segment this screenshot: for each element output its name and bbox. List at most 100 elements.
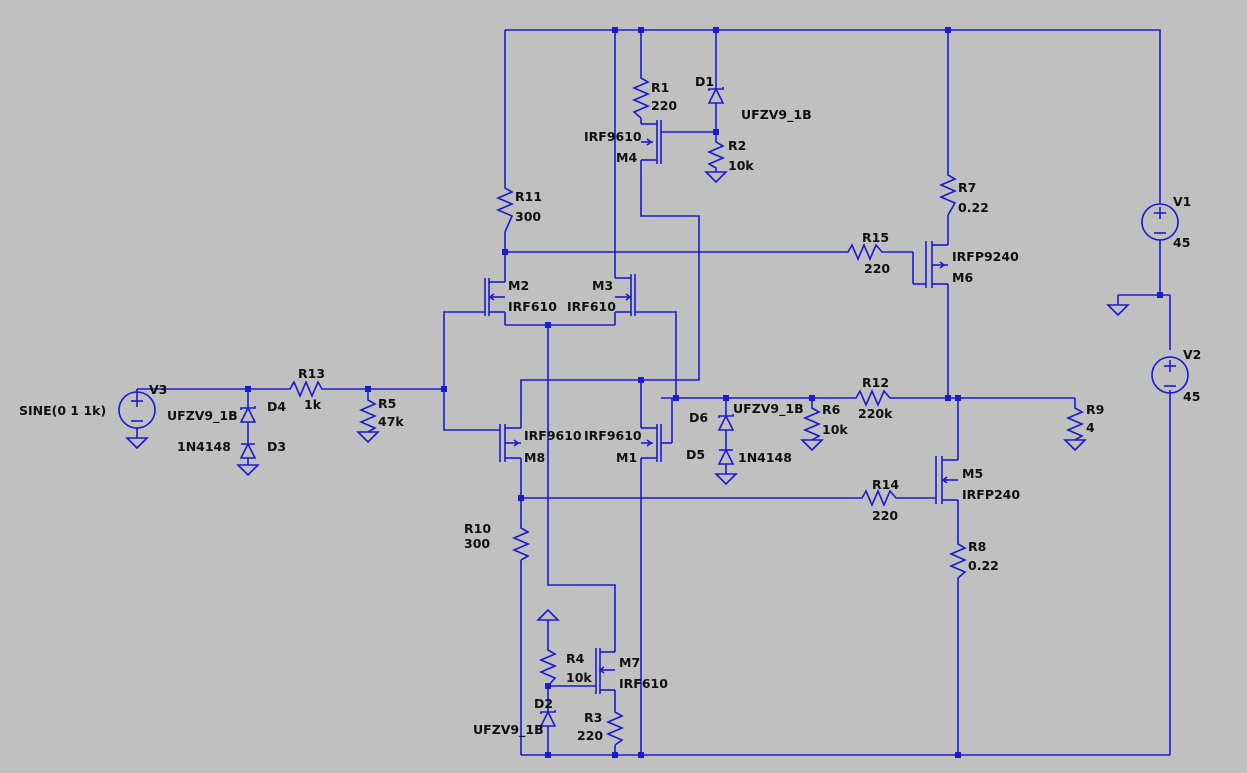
resistor-r4: R4 10k	[538, 645, 592, 687]
svg-text:10k: 10k	[566, 670, 592, 685]
svg-text:300: 300	[515, 209, 541, 224]
svg-text:IRF9610: IRF9610	[584, 129, 642, 144]
svg-text:R6: R6	[822, 402, 841, 417]
svg-text:D2: D2	[534, 696, 553, 711]
resistor-r1: R1 220	[631, 70, 677, 119]
svg-text:IRF610: IRF610	[567, 299, 616, 314]
svg-text:R7: R7	[958, 180, 976, 195]
svg-text:R15: R15	[862, 230, 889, 245]
svg-text:R2: R2	[728, 138, 746, 153]
svg-text:M2: M2	[508, 278, 529, 293]
svg-text:M3: M3	[592, 278, 613, 293]
resistor-r10: R10 300	[464, 520, 531, 561]
resistor-r3: R3 220	[577, 705, 625, 746]
svg-text:R12: R12	[862, 375, 889, 390]
diode-d4: D4 UFZV9_1B	[167, 399, 286, 433]
ground-r6	[800, 439, 824, 452]
svg-text:M5: M5	[962, 466, 983, 481]
svg-text:M8: M8	[524, 450, 545, 465]
mosfet-m1: IRF9610 M1	[584, 398, 673, 468]
svg-text:M1: M1	[616, 450, 637, 465]
voltage-source-v3: V3 SINE(0 1 1k)	[19, 382, 167, 438]
diode-d2: D2 UFZV9_1B	[473, 696, 557, 738]
svg-text:IRFP9240: IRFP9240	[952, 249, 1019, 264]
resistor-r2: R2 10k	[706, 138, 754, 173]
ground-r9	[1063, 439, 1087, 452]
resistor-r9: R9 4	[1065, 398, 1104, 441]
svg-text:V3: V3	[149, 382, 167, 397]
svg-text:220: 220	[872, 508, 898, 523]
svg-text:D5: D5	[686, 447, 705, 462]
svg-text:D1: D1	[695, 74, 714, 89]
ground-symbols	[125, 171, 1130, 621]
voltage-source-v1: V1 45	[1141, 194, 1191, 250]
svg-text:220: 220	[577, 728, 603, 743]
svg-text:1N4148: 1N4148	[177, 439, 231, 454]
svg-text:D4: D4	[267, 399, 286, 414]
svg-text:M4: M4	[616, 150, 637, 165]
resistor-r7: R7 0.22	[938, 165, 989, 216]
mosfet-m8: IRF9610 M8	[499, 420, 582, 468]
svg-text:IRF9610: IRF9610	[584, 428, 642, 443]
mosfet-m3: M3 IRF610	[567, 274, 636, 318]
svg-text:1N4148: 1N4148	[738, 450, 792, 465]
svg-text:R1: R1	[651, 80, 669, 95]
mosfet-m7: M7 IRF610	[595, 640, 668, 694]
ground-d5	[714, 473, 738, 486]
svg-text:R13: R13	[298, 366, 325, 381]
svg-text:IRF610: IRF610	[619, 676, 668, 691]
svg-text:V2: V2	[1183, 347, 1201, 362]
svg-text:0.22: 0.22	[968, 558, 999, 573]
svg-text:UFZV9_1B: UFZV9_1B	[741, 107, 812, 123]
junction-dots	[245, 27, 1163, 758]
mosfet-m5: M5 IRFP240	[935, 456, 1020, 505]
svg-text:UFZV9_1B: UFZV9_1B	[167, 408, 238, 424]
resistor-r11: R11 300	[495, 182, 542, 233]
diode-d1: D1 UFZV9_1B	[695, 74, 812, 123]
svg-text:UFZV9_1B: UFZV9_1B	[473, 722, 544, 738]
resistor-r8: R8 0.22	[948, 536, 999, 579]
svg-text:45: 45	[1183, 389, 1200, 404]
svg-text:R11: R11	[515, 189, 542, 204]
diode-d5: D5 1N4148	[686, 447, 792, 474]
svg-text:10k: 10k	[822, 422, 848, 437]
svg-text:R8: R8	[968, 539, 986, 554]
svg-text:1k: 1k	[304, 397, 322, 412]
svg-text:47k: 47k	[378, 414, 404, 429]
svg-text:45: 45	[1173, 235, 1190, 250]
svg-text:4: 4	[1086, 420, 1095, 435]
mosfet-m6: IRFP9240 M6	[913, 241, 1019, 290]
ground-mid	[1106, 304, 1130, 317]
svg-text:IRF610: IRF610	[508, 299, 557, 314]
svg-text:D6: D6	[689, 410, 708, 425]
diode-d3: D3 1N4148	[177, 433, 286, 465]
svg-text:IRF9610: IRF9610	[524, 428, 582, 443]
diode-d6: D6 UFZV9_1B	[689, 401, 804, 432]
svg-text:R3: R3	[584, 710, 602, 725]
wires	[136, 29, 1171, 756]
svg-text:R4: R4	[566, 651, 585, 666]
svg-text:0.22: 0.22	[958, 200, 989, 215]
mosfet-m4: IRF9610 M4	[584, 120, 662, 170]
svg-text:300: 300	[464, 536, 490, 551]
resistor-r12: R12 220k	[848, 375, 900, 421]
svg-text:10k: 10k	[728, 158, 754, 173]
ground-v3	[125, 437, 149, 450]
svg-text:M6: M6	[952, 270, 973, 285]
svg-text:R10: R10	[464, 521, 491, 536]
svg-text:R5: R5	[378, 396, 396, 411]
ground-r5	[356, 431, 380, 444]
resistor-r6: R6 10k	[802, 402, 848, 441]
resistor-r15: R15 220	[840, 230, 892, 276]
svg-text:R14: R14	[872, 477, 899, 492]
svg-text:SINE(0 1 1k): SINE(0 1 1k)	[19, 403, 106, 418]
ground-r4	[536, 608, 560, 621]
svg-text:R9: R9	[1086, 402, 1104, 417]
svg-text:IRFP240: IRFP240	[962, 487, 1020, 502]
resistor-r14: R14 220	[854, 477, 906, 523]
mosfet-m2: M2 IRF610	[484, 275, 557, 318]
svg-text:220k: 220k	[858, 406, 893, 421]
svg-text:V1: V1	[1173, 194, 1191, 209]
resistor-r13: R13 1k	[280, 366, 330, 412]
